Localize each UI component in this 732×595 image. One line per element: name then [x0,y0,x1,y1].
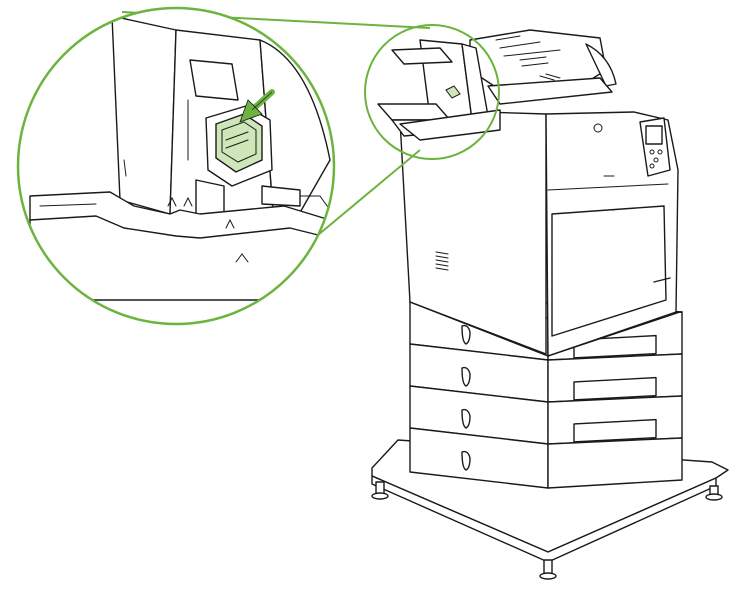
staple-cartridge [215,113,263,173]
side-vent [435,251,449,271]
printer-body [399,109,681,357]
stapler-stacker-unit [377,29,617,141]
arrow-pointer-icon [239,89,275,123]
callout-target-circle [364,24,500,160]
magnified-callout [16,6,336,326]
